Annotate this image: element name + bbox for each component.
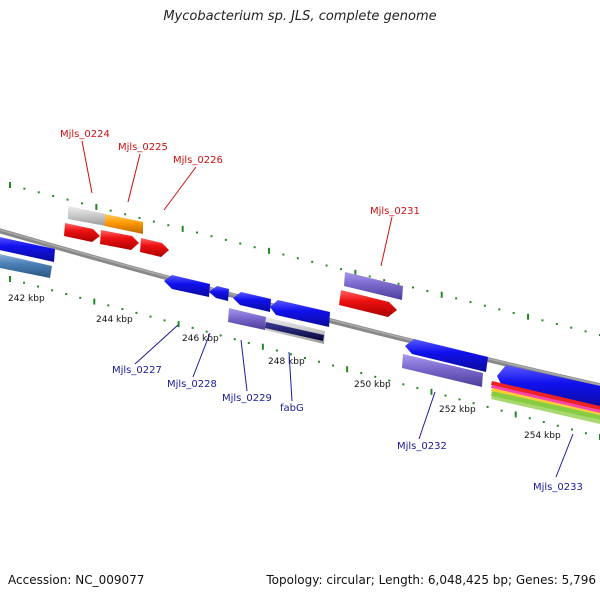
gene-arrow-reverse[interactable]: [209, 286, 229, 301]
gene-arrow-reverse[interactable]: [405, 339, 488, 372]
cog-bar-grey[interactable]: [68, 206, 106, 226]
gene-arrow-forward[interactable]: [64, 223, 100, 242]
cog-bar-navy[interactable]: [265, 322, 324, 341]
gene-label[interactable]: fabG: [280, 403, 304, 414]
ruler-label: 244 kbp: [96, 315, 133, 325]
ruler-label: 242 kbp: [8, 294, 45, 304]
ruler-label: 252 kbp: [439, 405, 476, 415]
leader-line: [134, 324, 179, 365]
cog-bar-steelblue[interactable]: [0, 253, 52, 278]
cog-bar-purple[interactable]: [402, 354, 483, 387]
track-bar-lime: [491, 396, 600, 424]
gene-arrow-reverse[interactable]: [497, 365, 600, 410]
gene-label[interactable]: Mjls_0231: [370, 206, 420, 217]
gene-arrow-reverse[interactable]: [270, 300, 330, 327]
leader-line: [418, 391, 436, 440]
topology-summary: Topology: circular; Length: 6,048,425 bp…: [266, 573, 596, 587]
gene-label[interactable]: Mjls_0228: [167, 379, 217, 390]
track-bar-magenta: [491, 385, 600, 413]
gene-arrow-reverse[interactable]: [233, 292, 271, 312]
cog-bar-purple[interactable]: [228, 308, 266, 330]
gene-label[interactable]: Mjls_0227: [112, 365, 162, 376]
cog-bar-purple[interactable]: [344, 272, 403, 300]
leader-line: [81, 140, 93, 194]
gene-arrow-forward[interactable]: [100, 230, 139, 250]
leader-line: [288, 351, 293, 402]
map-title: Mycobacterium sp. JLS, complete genome: [163, 9, 437, 24]
gene-label[interactable]: Mjls_0225: [118, 142, 168, 153]
gene-arrow-forward[interactable]: [339, 290, 397, 317]
gene-label[interactable]: Mjls_0233: [533, 482, 583, 493]
gene-label[interactable]: Mjls_0232: [397, 441, 447, 452]
gene-label[interactable]: Mjls_0229: [222, 393, 272, 404]
ruler-label: 248 kbp: [268, 357, 305, 367]
gene-arrow-reverse[interactable]: [0, 236, 55, 262]
cog-bar-orange[interactable]: [105, 214, 143, 234]
gene-label[interactable]: Mjls_0226: [173, 155, 223, 166]
accession-text: Accession: NC_009077: [8, 573, 145, 587]
ruler-label: 254 kbp: [524, 431, 561, 441]
ruler-label: 246 kbp: [182, 334, 219, 344]
leader-line: [127, 153, 141, 203]
leader-line: [555, 433, 574, 478]
gene-arrow-forward[interactable]: [140, 238, 169, 257]
track-bar-green: [491, 391, 600, 420]
leader-line: [380, 216, 393, 267]
ruler-ticks: [9, 182, 600, 440]
gene-label[interactable]: Mjls_0224: [60, 129, 110, 140]
ruler-label: 250 kbp: [354, 380, 391, 390]
leader-line: [192, 332, 211, 378]
gene-arrow-reverse[interactable]: [164, 275, 210, 297]
track-bar-red: [491, 381, 600, 410]
leader-line: [240, 339, 248, 392]
track-bar-yellow: [491, 388, 600, 415]
leader-line: [163, 166, 197, 211]
